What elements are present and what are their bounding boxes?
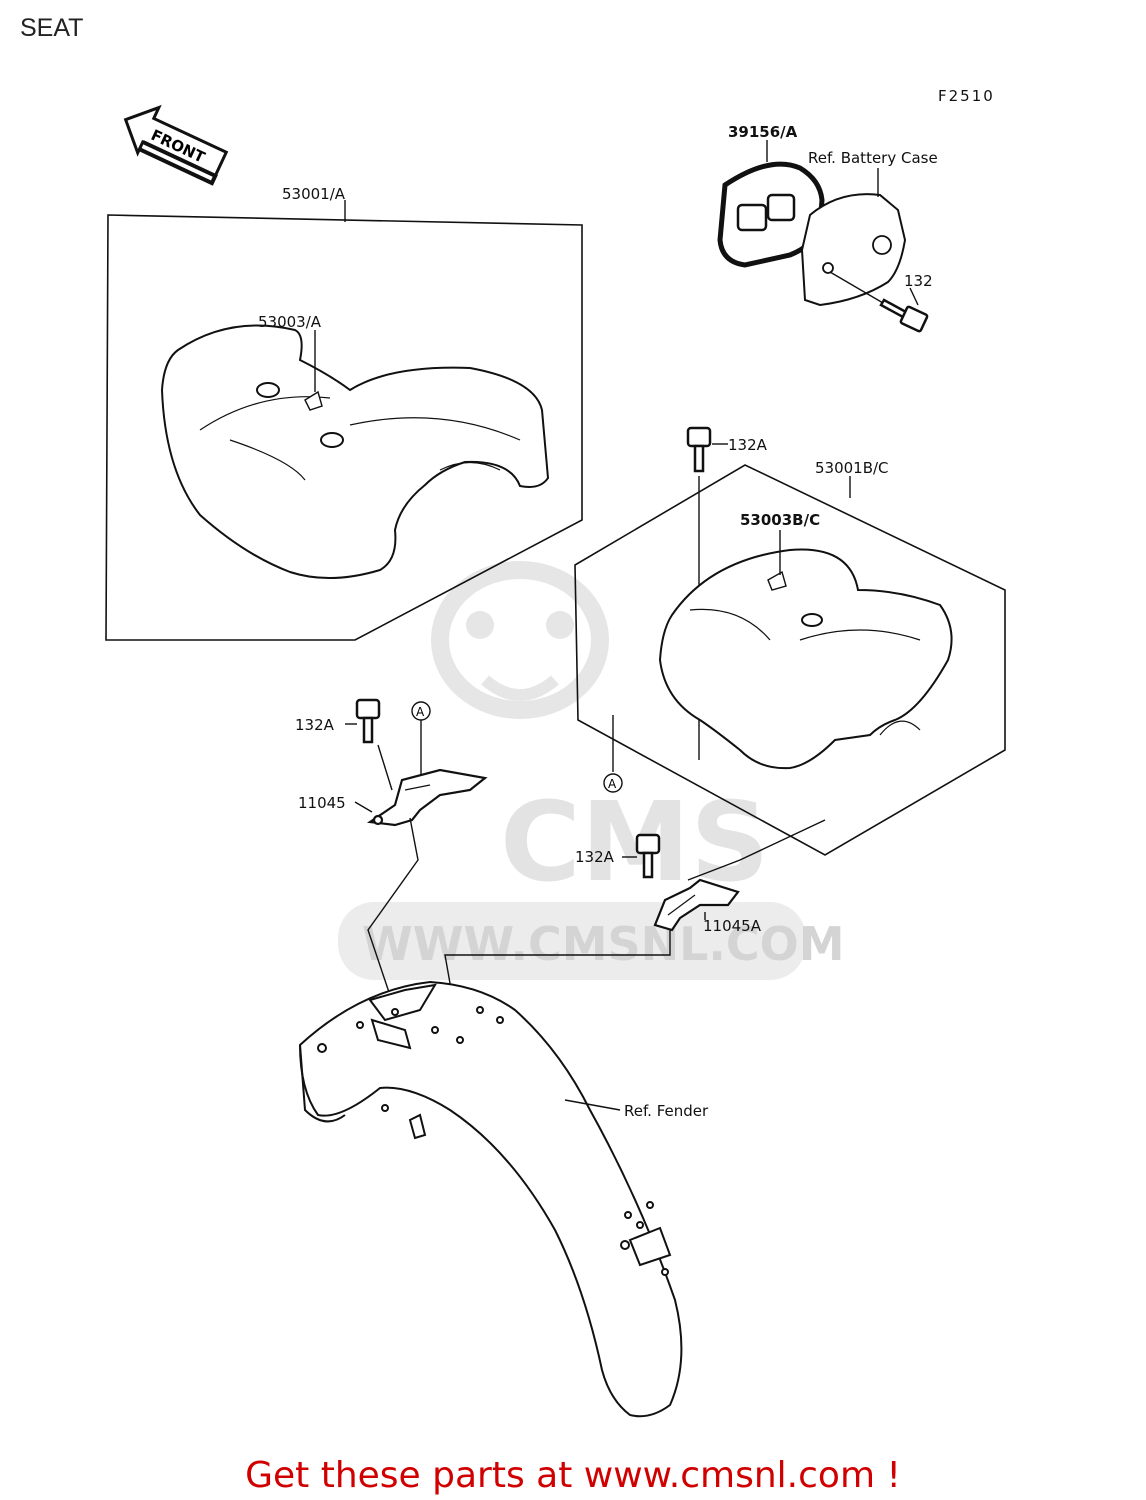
label-53003-bc: 53003B/C — [740, 511, 820, 529]
seat-bc — [658, 548, 953, 770]
bracket-11045a — [653, 878, 740, 932]
label-39156-a: 39156/A — [728, 123, 798, 141]
ref-a-label-seat: A — [608, 777, 617, 791]
bracket-11045 — [366, 768, 488, 827]
bolt-132a-left — [355, 698, 381, 744]
get-parts-link[interactable]: Get these parts at www.cmsnl.com ! — [245, 1455, 901, 1496]
label-132a-left: 132A — [295, 716, 335, 734]
label-battery-case: Ref. Battery Case — [808, 149, 938, 167]
watermark: CMS WWW.CMSNL.COM — [338, 561, 845, 980]
guide-line-left — [367, 817, 419, 1011]
label-132: 132 — [904, 272, 933, 290]
seat-a-outline — [105, 214, 583, 641]
guide-line-seat — [687, 819, 826, 881]
ref-a-label-top: A — [416, 705, 425, 719]
label-132a-right: 132A — [575, 848, 615, 866]
figure-code: F2510 — [938, 87, 995, 105]
label-11045: 11045 — [298, 794, 346, 812]
seat-bc-outline — [574, 464, 1006, 856]
watermark-brand: CMS — [500, 778, 769, 906]
label-53001-bc: 53001B/C — [815, 459, 889, 477]
bolt-132a-top — [686, 426, 712, 473]
label-11045a: 11045A — [703, 917, 762, 935]
ref-a-mark: A — [603, 715, 623, 793]
fender — [298, 980, 683, 1418]
label-53003-a: 53003/A — [258, 313, 322, 331]
front-arrow-icon: FRONT — [123, 104, 229, 186]
bolt-132 — [879, 298, 929, 333]
page-title: SEAT — [20, 14, 84, 42]
label-132a-top: 132A — [728, 436, 768, 454]
battery-holder — [717, 161, 907, 307]
watermark-url: WWW.CMSNL.COM — [362, 917, 845, 971]
label-ref-fender: Ref. Fender — [624, 1102, 709, 1120]
bolt-132a-right — [635, 833, 661, 879]
label-53001-a: 53001/A — [282, 185, 346, 203]
seat-a — [160, 324, 550, 579]
